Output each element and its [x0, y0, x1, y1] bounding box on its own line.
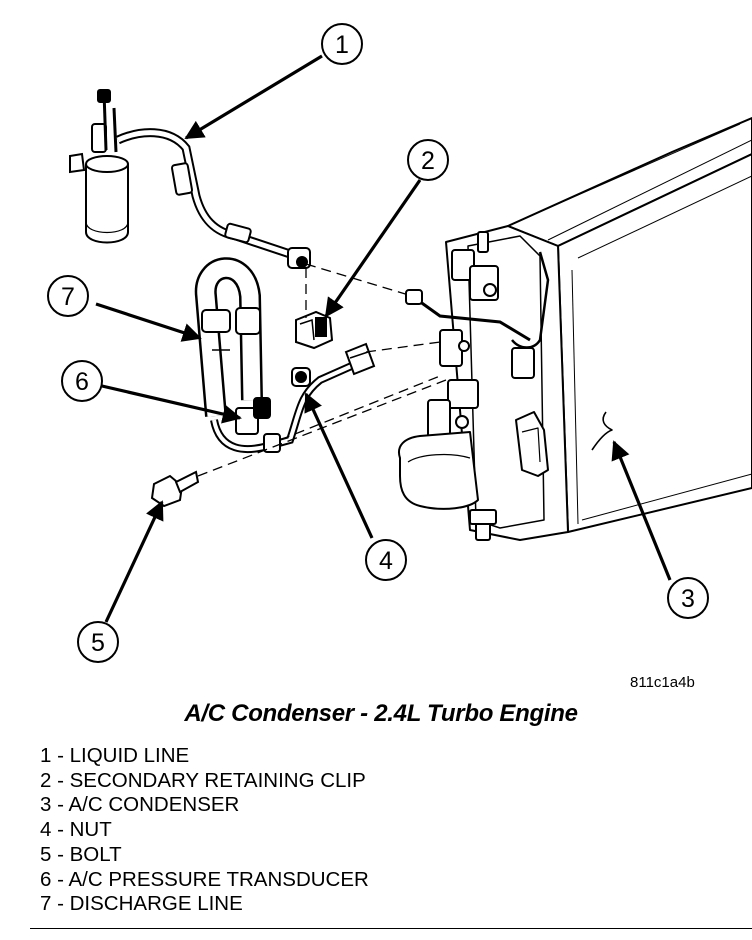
leader-2: [324, 179, 422, 318]
svg-text:2: 2: [421, 147, 435, 175]
leader-6: [101, 384, 242, 424]
callout-3: 3: [667, 577, 709, 619]
legend-item: 6 - A/C PRESSURE TRANSDUCER: [40, 867, 369, 891]
figure-code: 811c1a4b: [630, 674, 695, 691]
leader-5: [104, 500, 164, 623]
legend-item: 2 - SECONDARY RETAINING CLIP: [40, 768, 366, 792]
callout-5: 5: [77, 621, 119, 663]
bottom-rule: [30, 928, 752, 929]
legend-item: 5 - BOLT: [40, 842, 122, 866]
condenser-illustration: [398, 117, 752, 541]
callout-1: 1: [321, 23, 363, 65]
callout-7: 7: [47, 275, 89, 317]
svg-text:1: 1: [335, 31, 349, 59]
bolt-illustration: [150, 470, 200, 508]
tube-fitting: [405, 289, 423, 305]
svg-text:5: 5: [91, 629, 105, 657]
svg-text:6: 6: [75, 368, 89, 396]
liquid-line-illustration: [69, 89, 311, 269]
legend-list: 1 - LIQUID LINE 2 - SECONDARY RETAINING …: [40, 744, 369, 917]
svg-text:7: 7: [61, 283, 75, 311]
leader-3: [611, 440, 672, 581]
callout-6: 6: [61, 360, 103, 402]
leader-4: [304, 392, 374, 539]
leader-7: [95, 302, 202, 342]
ac-condenser-diagram: 1 2 3 4 5 6 7: [47, 23, 752, 663]
svg-text:3: 3: [681, 585, 695, 613]
leader-1: [184, 54, 323, 140]
legend-item: 1 - LIQUID LINE: [40, 744, 190, 767]
legend-item: 7 - DISCHARGE LINE: [40, 892, 243, 916]
figure-title: A/C Condenser - 2.4L Turbo Engine: [184, 700, 578, 727]
callout-4: 4: [365, 539, 407, 581]
discharge-line-illustration: [194, 257, 376, 454]
legend-item: 4 - NUT: [40, 818, 112, 842]
callout-2: 2: [407, 139, 449, 181]
leader-arrows: [95, 54, 672, 623]
callouts: 1 2 3 4 5 6 7: [47, 23, 709, 663]
tube-to-condenser: [411, 294, 531, 342]
retaining-clip-illustration: [295, 310, 334, 350]
svg-text:4: 4: [379, 547, 393, 575]
legend-item: 3 - A/C CONDENSER: [40, 793, 240, 817]
